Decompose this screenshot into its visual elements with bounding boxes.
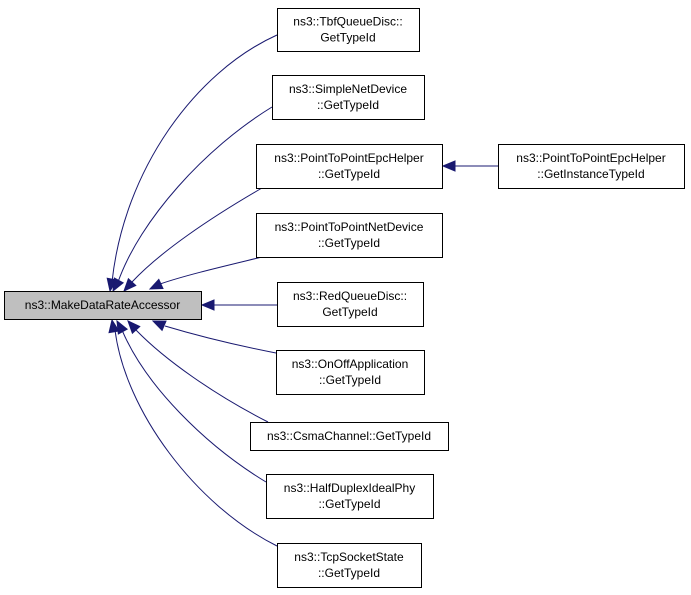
- node-label: ::GetInstanceTypeId: [537, 167, 644, 181]
- edge-half_duplex_ideal_phy-to-make_data_rate_accessor: [116, 319, 267, 483]
- node-label: GetTypeId: [322, 305, 377, 319]
- node-label: ns3::CsmaChannel::GetTypeId: [267, 429, 431, 443]
- edge-line: [114, 329, 278, 547]
- node-label: ns3::TbfQueueDisc::: [293, 15, 402, 29]
- edge-p2p_net_device-to-make_data_rate_accessor: [148, 256, 263, 290]
- node-red-queue-disc[interactable]: ns3::RedQueueDisc::GetTypeId: [277, 282, 424, 327]
- node-box[interactable]: [277, 8, 420, 52]
- arrowhead-icon: [151, 320, 167, 332]
- node-tcp-socket-state[interactable]: ns3::TcpSocketState::GetTypeId: [277, 543, 422, 588]
- node-box[interactable]: [4, 291, 202, 320]
- node-label: GetTypeId: [320, 31, 375, 45]
- node-label: ::GetTypeId: [318, 167, 380, 181]
- node-label: ::GetTypeId: [318, 236, 380, 250]
- edge-line: [164, 325, 277, 354]
- edge-csma_channel-to-make_data_rate_accessor: [127, 320, 269, 423]
- node-label: ::GetTypeId: [318, 566, 380, 580]
- edge-line: [121, 329, 267, 483]
- edge-red_queue_disc-to-make_data_rate_accessor: [200, 299, 277, 311]
- node-label: ::GetTypeId: [318, 497, 380, 511]
- edge-simple_net_device-to-make_data_rate_accessor: [112, 106, 273, 293]
- node-label: ::GetTypeId: [319, 373, 381, 387]
- node-box[interactable]: [256, 213, 443, 258]
- node-tbf-queue-disc[interactable]: ns3::TbfQueueDisc::GetTypeId: [277, 8, 420, 52]
- edge-p2p_epc_helper-to-make_data_rate_accessor: [123, 187, 263, 292]
- edges-layer: [106, 34, 498, 547]
- node-p2p-epc-helper-instance[interactable]: ns3::PointToPointEpcHelper::GetInstanceT…: [498, 144, 685, 189]
- edge-on_off_application-to-make_data_rate_accessor: [151, 320, 277, 354]
- edge-line: [111, 34, 278, 283]
- edge-p2p_epc_helper_instance-to-p2p_epc_helper: [441, 160, 498, 172]
- node-p2p-net-device[interactable]: ns3::PointToPointNetDevice::GetTypeId: [256, 213, 443, 258]
- arrowhead-icon: [441, 160, 456, 172]
- node-box[interactable]: [272, 75, 425, 120]
- node-label: ns3::TcpSocketState: [294, 550, 404, 564]
- node-box[interactable]: [498, 144, 685, 189]
- node-label: ns3::SimpleNetDevice: [289, 82, 407, 96]
- node-box[interactable]: [276, 350, 425, 395]
- edge-tbf_queue_disc-to-make_data_rate_accessor: [106, 34, 278, 293]
- arrowhead-icon: [108, 318, 120, 334]
- node-half-duplex-ideal-phy[interactable]: ns3::HalfDuplexIdealPhy::GetTypeId: [266, 474, 434, 519]
- node-make-data-rate-accessor[interactable]: ns3::MakeDataRateAccessor: [4, 291, 202, 320]
- edge-line: [159, 256, 263, 285]
- node-p2p-epc-helper[interactable]: ns3::PointToPointEpcHelper::GetTypeId: [256, 144, 443, 189]
- node-csma-channel[interactable]: ns3::CsmaChannel::GetTypeId: [250, 422, 449, 451]
- node-label: ::GetTypeId: [317, 98, 379, 112]
- node-label: ns3::PointToPointNetDevice: [275, 220, 424, 234]
- edge-line: [135, 329, 269, 423]
- node-label: ns3::RedQueueDisc::: [293, 289, 407, 303]
- node-box[interactable]: [277, 543, 422, 588]
- node-box[interactable]: [277, 282, 424, 327]
- node-box[interactable]: [256, 144, 443, 189]
- nodes-layer: ns3::MakeDataRateAccessor ns3::TbfQueueDi…: [4, 8, 685, 588]
- arrowhead-icon: [127, 320, 141, 335]
- arrowhead-icon: [148, 278, 164, 290]
- edge-line: [131, 187, 263, 283]
- node-label: ns3::PointToPointEpcHelper: [516, 151, 665, 165]
- node-on-off-application[interactable]: ns3::OnOffApplication::GetTypeId: [276, 350, 425, 395]
- node-label: ns3::PointToPointEpcHelper: [274, 151, 423, 165]
- arrowhead-icon: [116, 319, 129, 335]
- node-label: ns3::MakeDataRateAccessor: [25, 298, 180, 312]
- node-box[interactable]: [250, 422, 449, 451]
- node-label: ns3::OnOffApplication: [292, 357, 409, 371]
- node-simple-net-device[interactable]: ns3::SimpleNetDevice::GetTypeId: [272, 75, 425, 120]
- edge-tcp_socket_state-to-make_data_rate_accessor: [108, 318, 278, 547]
- arrowhead-icon: [123, 277, 137, 292]
- node-label: ns3::HalfDuplexIdealPhy: [284, 481, 415, 495]
- edge-line: [117, 106, 273, 283]
- arrowhead-icon: [200, 299, 215, 311]
- arrowhead-icon: [112, 277, 125, 293]
- node-box[interactable]: [266, 474, 434, 519]
